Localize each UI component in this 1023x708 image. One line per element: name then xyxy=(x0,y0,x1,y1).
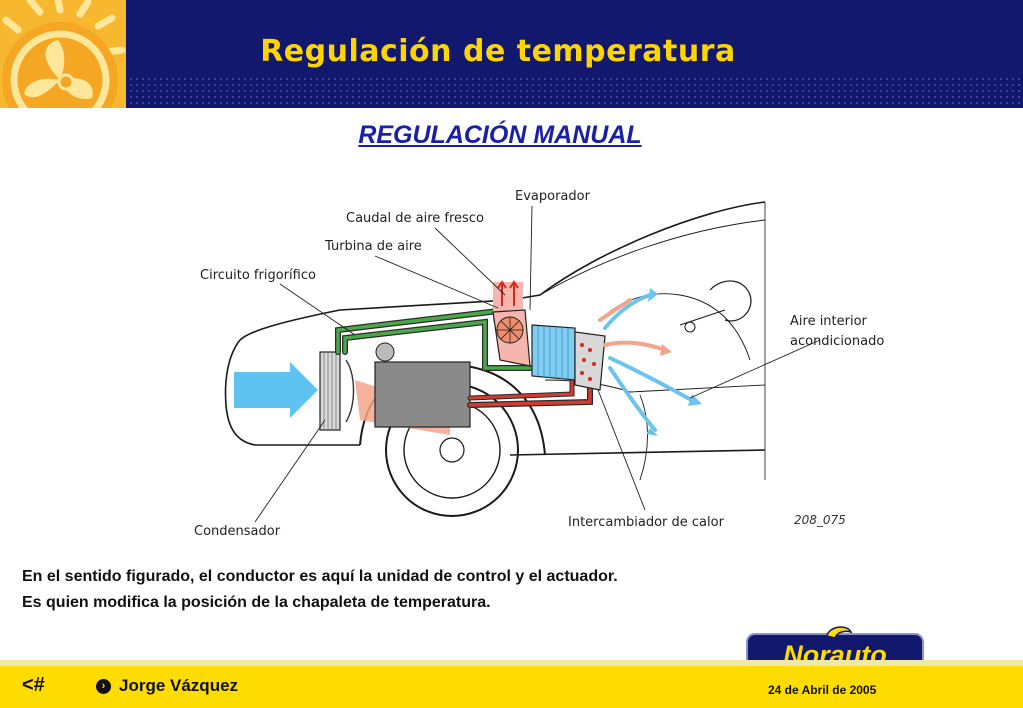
body-line-2: Es quien modifica la posición de la chap… xyxy=(22,594,491,611)
label-condensador: Condensador xyxy=(194,524,281,539)
car-ac-diagram: Evaporador Caudal de aire fresco Turbina… xyxy=(194,189,884,539)
label-evaporador: Evaporador xyxy=(515,189,591,204)
figure-reference: 208_075 xyxy=(794,513,846,527)
page-title: Regulación de temperatura xyxy=(260,34,736,69)
footer-divider xyxy=(0,660,1023,666)
label-turbina: Turbina de aire xyxy=(324,239,422,254)
author-name: Jorge Vázquez xyxy=(119,676,239,695)
section-subtitle: REGULACIÓN MANUAL xyxy=(358,121,642,149)
label-circuito: Circuito frigorífico xyxy=(200,268,316,283)
header-dot-pattern xyxy=(128,76,1023,108)
label-intercambiador: Intercambiador de calor xyxy=(568,515,725,530)
label-acondicionado: acondicionado xyxy=(790,334,884,349)
label-caudal-aire: Caudal de aire fresco xyxy=(346,211,484,226)
header-bar: Regulación de temperatura xyxy=(0,0,1023,108)
footer-bar: <# › Jorge Vázquez 24 de Abril de 2005 xyxy=(0,666,1023,708)
sun-fan-logo xyxy=(0,0,126,108)
label-aire-interior: Aire interior xyxy=(790,314,868,329)
date: 24 de Abril de 2005 xyxy=(768,683,877,697)
slide-number: <# xyxy=(22,674,45,696)
body-line-1: En el sentido figurado, el conductor es … xyxy=(22,568,618,585)
author: › Jorge Vázquez xyxy=(96,676,238,696)
chevron-right-icon: › xyxy=(96,678,111,694)
